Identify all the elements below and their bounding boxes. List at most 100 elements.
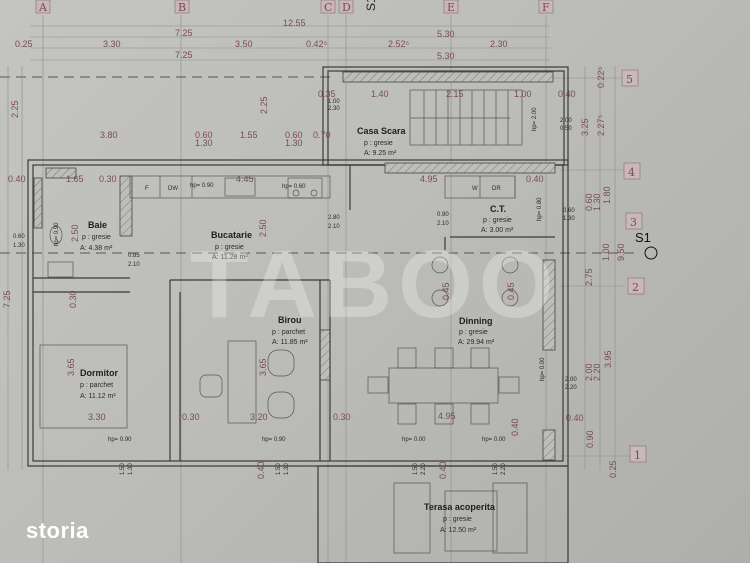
svg-text:Bucatarie: Bucatarie bbox=[211, 230, 252, 240]
axis-C: C bbox=[324, 1, 332, 14]
right-dimensions: 0.40 0.22⁵ 3.25 2.27⁵ 2.00 0.50 0.60 1.3… bbox=[558, 66, 626, 478]
svg-text:0.30: 0.30 bbox=[182, 412, 200, 422]
coffee-table bbox=[444, 490, 498, 552]
svg-text:hp= 0.00: hp= 0.00 bbox=[482, 437, 506, 443]
svg-text:0.60: 0.60 bbox=[195, 130, 213, 140]
svg-text:0.90: 0.90 bbox=[437, 212, 449, 218]
svg-text:hp= 0.90: hp= 0.90 bbox=[54, 222, 60, 246]
svg-text:Baie: Baie bbox=[88, 220, 107, 230]
svg-text:0.40: 0.40 bbox=[8, 174, 26, 184]
svg-text:p : parchet: p : parchet bbox=[272, 329, 305, 336]
desk bbox=[227, 340, 257, 424]
svg-text:5.30: 5.30 bbox=[437, 29, 455, 39]
room-birou: Birou p : parchet A: 11.85 m² bbox=[272, 315, 308, 346]
svg-text:4.95: 4.95 bbox=[438, 411, 456, 421]
svg-text:A: 9.25 m²: A: 9.25 m² bbox=[364, 150, 397, 157]
room-dormitor: Dormitor p : parchet A: 11.12 m² bbox=[80, 368, 118, 400]
svg-text:2.10: 2.10 bbox=[128, 262, 140, 268]
row-axis-labels: 5 4 3 2 1 S1 bbox=[621, 69, 658, 463]
svg-text:5.30: 5.30 bbox=[437, 51, 455, 61]
svg-text:hp= 0.90: hp= 0.90 bbox=[108, 437, 132, 443]
axis-4: 4 bbox=[628, 166, 635, 179]
svg-text:3.30: 3.30 bbox=[103, 39, 121, 49]
svg-text:0.85: 0.85 bbox=[128, 253, 140, 259]
svg-text:1.50: 1.50 bbox=[413, 463, 419, 475]
svg-text:2.25: 2.25 bbox=[10, 100, 20, 118]
svg-text:1.50: 1.50 bbox=[276, 463, 282, 475]
room-bucatarie: Bucatarie p : gresie A: 11.28 m² bbox=[211, 230, 252, 261]
svg-text:3.50: 3.50 bbox=[235, 39, 253, 49]
svg-text:0.45: 0.45 bbox=[506, 282, 516, 300]
svg-text:7.25: 7.25 bbox=[2, 290, 12, 308]
svg-text:2.20: 2.20 bbox=[421, 463, 427, 475]
svg-text:1.55: 1.55 bbox=[240, 130, 258, 140]
svg-text:A: 11.28 m²: A: 11.28 m² bbox=[212, 254, 248, 261]
svg-text:Dormitor: Dormitor bbox=[80, 368, 118, 378]
svg-text:hp= 0.80: hp= 0.80 bbox=[537, 197, 543, 221]
svg-text:2.50: 2.50 bbox=[70, 224, 80, 242]
room-baie: Baie p : gresie A: 4.38 m² bbox=[80, 220, 113, 252]
svg-text:7.25: 7.25 bbox=[175, 50, 193, 60]
axis-1: 1 bbox=[634, 449, 641, 462]
svg-text:0.70: 0.70 bbox=[313, 130, 331, 140]
svg-text:2.15: 2.15 bbox=[446, 89, 464, 99]
svg-text:0.40: 0.40 bbox=[558, 89, 576, 99]
svg-text:3.65: 3.65 bbox=[258, 358, 268, 376]
room-ct: C.T. p : gresie A: 3.00 m² bbox=[481, 204, 514, 234]
svg-text:12.55: 12.55 bbox=[283, 18, 306, 28]
svg-text:p : gresie: p : gresie bbox=[443, 516, 472, 523]
svg-text:0.40: 0.40 bbox=[526, 174, 544, 184]
axis-D: D bbox=[342, 1, 351, 14]
walls bbox=[27, 66, 569, 563]
axis-B: B bbox=[178, 1, 186, 14]
svg-text:A: 11.85 m²: A: 11.85 m² bbox=[272, 339, 308, 346]
svg-text:Birou: Birou bbox=[278, 315, 302, 325]
svg-text:0.40: 0.40 bbox=[566, 413, 584, 423]
svg-text:2.30: 2.30 bbox=[328, 106, 340, 112]
svg-text:2.00: 2.00 bbox=[565, 377, 577, 383]
svg-text:3.20: 3.20 bbox=[250, 412, 268, 422]
svg-text:W: W bbox=[472, 186, 478, 192]
room-casa-scara: Casa Scara p : gresie A: 9.25 m² bbox=[357, 126, 407, 157]
section-marker-top: S1 bbox=[364, 0, 378, 11]
sofa bbox=[393, 482, 431, 554]
svg-text:1.50: 1.50 bbox=[120, 463, 126, 475]
svg-text:0.60: 0.60 bbox=[285, 130, 303, 140]
svg-text:2.20: 2.20 bbox=[565, 385, 577, 391]
svg-text:4.95: 4.95 bbox=[420, 174, 438, 184]
svg-text:hp= 0.00: hp= 0.00 bbox=[402, 437, 426, 443]
svg-text:2.27⁵: 2.27⁵ bbox=[596, 114, 606, 136]
svg-text:1.00: 1.00 bbox=[328, 99, 340, 105]
svg-text:Dinning: Dinning bbox=[459, 316, 493, 326]
bed bbox=[39, 344, 128, 429]
armchair bbox=[267, 391, 295, 419]
svg-text:0.50: 0.50 bbox=[560, 126, 572, 132]
toilet bbox=[49, 225, 63, 245]
terrace-outline bbox=[317, 465, 569, 563]
sink bbox=[47, 261, 74, 278]
svg-text:0.30: 0.30 bbox=[333, 412, 351, 422]
svg-text:3.30: 3.30 bbox=[88, 412, 106, 422]
axis-F: F bbox=[542, 1, 550, 14]
svg-text:C.T.: C.T. bbox=[490, 204, 506, 214]
axis-3: 3 bbox=[630, 216, 637, 229]
svg-text:1.30: 1.30 bbox=[592, 193, 602, 211]
taboo-watermark: TABOO bbox=[190, 231, 560, 338]
svg-text:1.00: 1.00 bbox=[601, 243, 611, 261]
axis-2: 2 bbox=[632, 281, 639, 294]
svg-text:1.50: 1.50 bbox=[493, 463, 499, 475]
svg-text:A: 11.12 m²: A: 11.12 m² bbox=[80, 393, 116, 400]
svg-text:p : gresie: p : gresie bbox=[82, 234, 111, 241]
svg-text:p : gresie: p : gresie bbox=[215, 244, 244, 251]
svg-text:1.40: 1.40 bbox=[371, 89, 389, 99]
svg-text:0.60: 0.60 bbox=[563, 208, 575, 214]
svg-text:DR: DR bbox=[492, 186, 501, 192]
top-dimensions: 12.55 7.25 5.30 0.25 3.30 3.50 0.42⁵ 2.5… bbox=[15, 18, 508, 61]
svg-text:0.22⁵: 0.22⁵ bbox=[596, 66, 606, 88]
svg-text:2.00: 2.00 bbox=[584, 363, 594, 381]
axis-A: A bbox=[38, 1, 48, 14]
svg-text:3.80: 3.80 bbox=[100, 130, 118, 140]
svg-text:0.40: 0.40 bbox=[256, 461, 266, 479]
svg-text:A: 4.38 m²: A: 4.38 m² bbox=[80, 245, 113, 252]
